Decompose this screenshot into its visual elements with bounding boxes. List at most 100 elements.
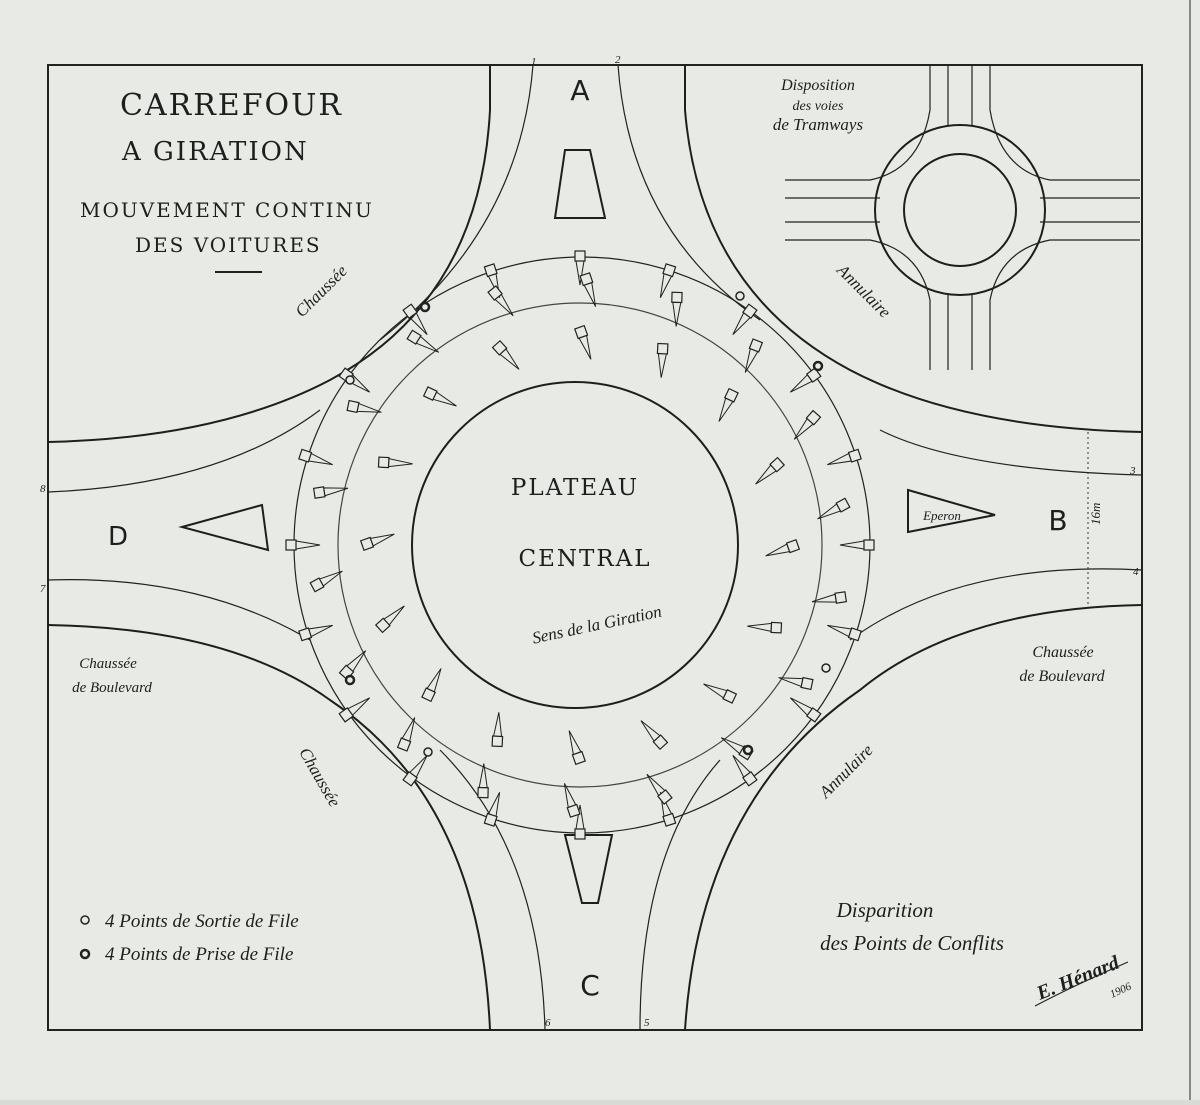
branch-b: B xyxy=(1048,504,1067,537)
vehicle-icon xyxy=(789,367,822,393)
vehicle-icon xyxy=(298,448,333,466)
branch-a: A xyxy=(570,74,589,107)
lane-number-4: 4 xyxy=(1133,566,1139,578)
eperon-label: Eperon xyxy=(922,508,961,523)
vehicle-icon xyxy=(377,456,413,469)
vehicle-icon xyxy=(765,539,801,557)
vehicle-icon xyxy=(789,697,822,723)
vehicle-icon xyxy=(703,683,738,704)
inset-title-1: Disposition xyxy=(780,77,855,94)
title-line-1: CARREFOUR xyxy=(120,88,343,123)
vehicle-icon xyxy=(402,303,428,336)
signature-name: E. Hénard xyxy=(1033,951,1123,1005)
title-line-2: A GIRATION xyxy=(121,137,309,167)
dimension-label: 16m xyxy=(1088,503,1103,525)
vehicle-icon xyxy=(374,605,405,634)
lane-number-8: 8 xyxy=(40,483,46,495)
road-label-boulevard-left-1: Chaussée xyxy=(79,656,137,672)
vehicle-icon xyxy=(563,783,581,818)
lane-number-5: 5 xyxy=(644,1017,650,1029)
vehicle-icon xyxy=(744,338,764,373)
vehicle-icon xyxy=(338,650,367,681)
road-label-boulevard-right-1: Chaussée xyxy=(1032,644,1093,661)
legend-item-merge: 4 Points de Prise de File xyxy=(105,944,293,965)
vehicle-icon xyxy=(346,399,382,414)
island-a xyxy=(553,149,607,219)
vehicle-icon xyxy=(793,409,822,440)
vehicle-icon xyxy=(839,539,875,551)
vehicle-icon xyxy=(359,533,395,551)
inner-traffic-track xyxy=(337,302,823,788)
vehicle-icon xyxy=(659,263,677,298)
road-label-boulevard-right-2: de Boulevard xyxy=(1019,668,1105,685)
vehicle-icon xyxy=(406,329,440,353)
vehicle-icon xyxy=(312,486,349,499)
vehicle-icon xyxy=(285,539,321,551)
merge-point-marker xyxy=(812,360,824,372)
exit-point-marker xyxy=(821,663,831,673)
legend-merge-point-icon xyxy=(79,948,91,960)
vehicle-icon xyxy=(422,386,457,407)
trajectories xyxy=(47,64,1143,1031)
road-label-annulaire-tr: Annulaire xyxy=(833,260,895,322)
road-label-chaussee-bl: Chaussée xyxy=(295,744,344,810)
drawing-frame xyxy=(47,64,1143,1031)
vehicle-icon xyxy=(640,720,669,751)
island-d xyxy=(178,503,270,552)
vehicle-icon xyxy=(718,387,739,422)
island-b-eperon xyxy=(907,488,996,534)
inset-title-3: de Tramways xyxy=(773,115,864,134)
vehicles-group xyxy=(285,250,875,840)
vehicle-icon xyxy=(483,792,501,827)
vehicle-icon xyxy=(778,676,814,691)
vehicle-icon xyxy=(487,285,514,317)
conclusion-line-2: des Points de Conflits xyxy=(820,931,1004,955)
vehicle-icon xyxy=(421,668,442,703)
title-line-4: DES VOITURES xyxy=(135,233,322,257)
vehicle-icon xyxy=(491,712,504,748)
curb-bottom-left xyxy=(47,624,491,1031)
center-label-2: CENTRAL xyxy=(518,546,651,572)
lane-number-6: 6 xyxy=(545,1017,551,1029)
vehicle-icon xyxy=(338,697,371,723)
vehicle-icon xyxy=(656,342,669,378)
inset-title-2: des voies xyxy=(793,99,844,114)
vehicle-icon xyxy=(827,448,862,466)
legend-item-exit: 4 Points de Sortie de File xyxy=(105,911,299,932)
vehicle-icon xyxy=(747,621,783,634)
merge-point-marker xyxy=(419,301,431,313)
road-label-chaussee-tl: Chaussée xyxy=(291,261,351,321)
lane-number-1: 1 xyxy=(531,56,537,68)
vehicle-icon xyxy=(402,754,428,787)
conclusion-line-1: Disparition xyxy=(836,898,934,922)
vehicle-icon xyxy=(574,804,586,840)
title-line-3: MOUVEMENT CONTINU xyxy=(80,198,374,222)
vehicle-icon xyxy=(579,272,597,307)
central-plateau xyxy=(411,381,739,709)
vehicle-icon xyxy=(811,591,848,604)
vehicle-icon xyxy=(309,570,343,593)
curb-top-right xyxy=(684,65,1143,433)
vehicle-icon xyxy=(671,291,683,327)
branch-c: C xyxy=(580,969,600,1002)
road-label-annulaire-br: Annulaire xyxy=(815,740,877,802)
vehicle-icon xyxy=(817,497,851,520)
vehicle-icon xyxy=(574,250,586,286)
signature-year: 1906 xyxy=(1108,980,1133,1000)
vehicle-icon xyxy=(755,456,786,485)
exit-point-marker xyxy=(423,747,433,757)
vehicle-icon xyxy=(298,624,333,642)
legend-exit-point-icon xyxy=(80,915,90,925)
merge-point-marker xyxy=(742,744,754,756)
center-label-1: PLATEAU xyxy=(511,475,639,501)
vehicle-icon xyxy=(574,324,592,360)
exit-point-marker xyxy=(345,375,355,385)
vehicle-icon xyxy=(732,303,758,336)
vehicle-icon xyxy=(491,339,520,370)
road-label-boulevard-left-2: de Boulevard xyxy=(72,680,152,696)
curb-bottom-right xyxy=(684,604,1143,1031)
curb-top-left xyxy=(47,65,491,443)
lane-number-7: 7 xyxy=(40,583,46,595)
